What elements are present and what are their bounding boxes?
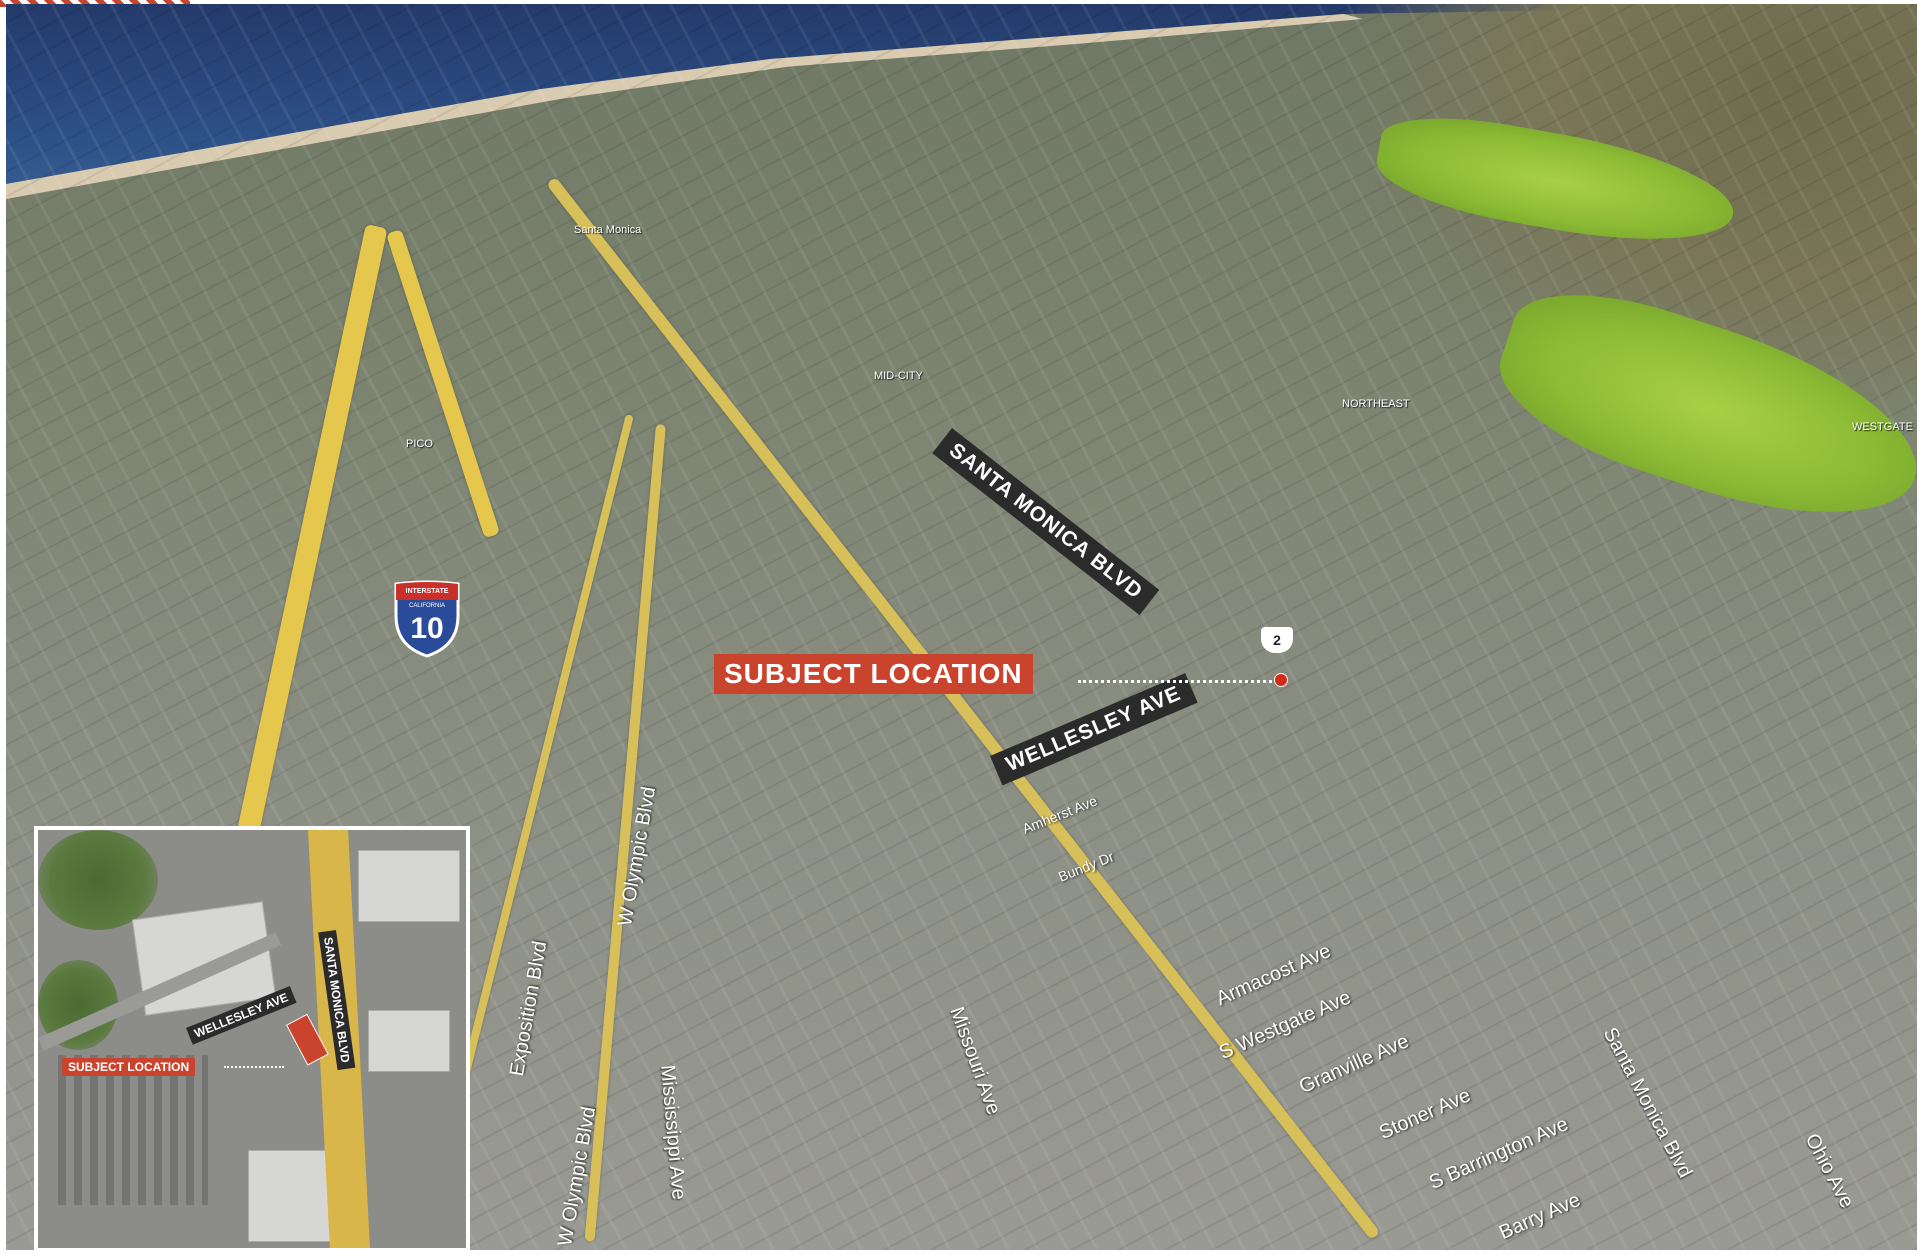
shield-number-text: 10 bbox=[410, 612, 443, 645]
subject-leader-line bbox=[1078, 680, 1278, 683]
subject-marker-icon[interactable] bbox=[1274, 673, 1288, 687]
inset-leader-line bbox=[224, 1066, 284, 1068]
shield-top-text: INTERSTATE bbox=[406, 588, 449, 595]
aerial-map[interactable]: Santa Monica MID-CITY NORTHEAST WESTGATE… bbox=[6, 4, 1917, 1250]
neighborhood-pico: PICO bbox=[406, 438, 433, 450]
inset-map[interactable]: SUBJECT LOCATION WELLESLEY AVE SANTA MON… bbox=[34, 826, 470, 1250]
neighborhood-mid-city: MID-CITY bbox=[874, 370, 923, 382]
interstate-10-shield-icon: INTERSTATE CALIFORNIA 10 bbox=[394, 580, 460, 658]
neighborhood-northeast: NORTHEAST bbox=[1342, 398, 1410, 410]
inset-parking-lot bbox=[58, 1055, 208, 1205]
shield-state-text: CALIFORNIA bbox=[409, 603, 445, 609]
inset-subject-label: SUBJECT LOCATION bbox=[62, 1058, 196, 1076]
route-2-shield-icon: 2 bbox=[1261, 627, 1293, 653]
inset-building-e bbox=[368, 1010, 450, 1072]
neighborhood-santa-monica: Santa Monica bbox=[574, 224, 642, 236]
header-stripe bbox=[0, 0, 190, 7]
neighborhood-westgate: WESTGATE bbox=[1852, 421, 1913, 433]
inset-building-ne bbox=[358, 850, 460, 922]
inset-trees-nw bbox=[38, 830, 158, 930]
subject-location-label[interactable]: SUBJECT LOCATION bbox=[714, 654, 1033, 694]
